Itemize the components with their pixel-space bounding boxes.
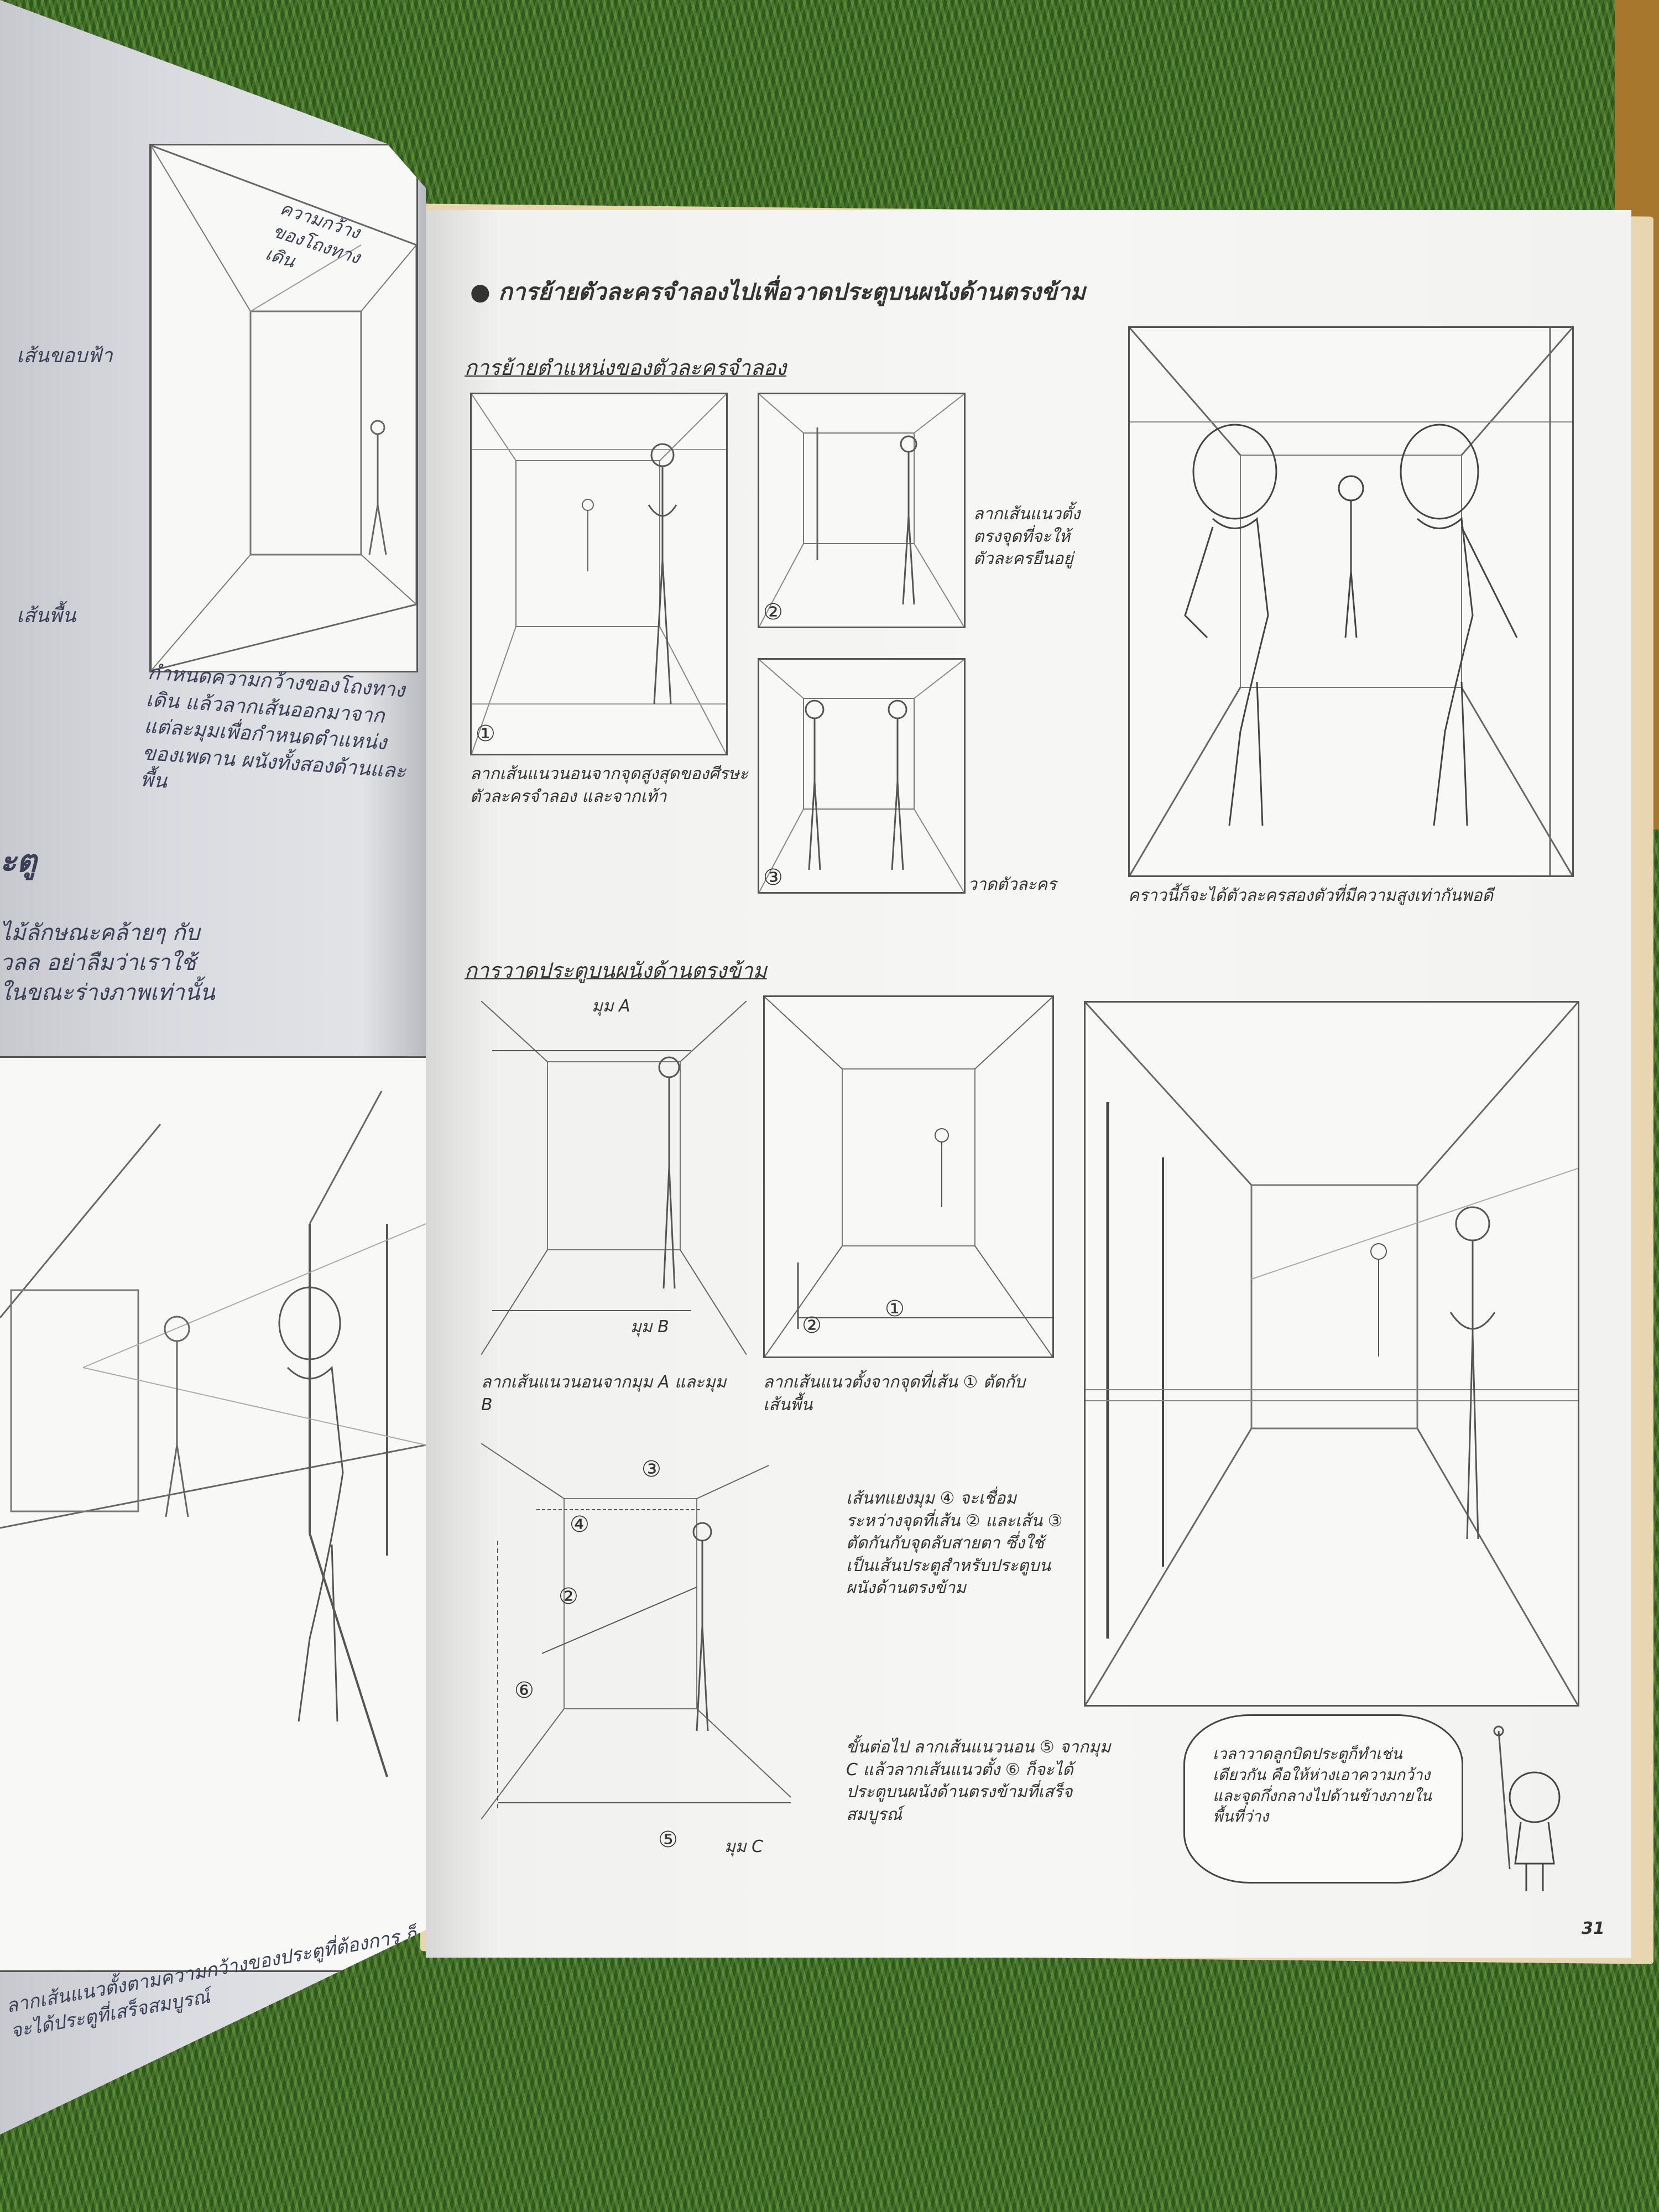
left-top-caption: กำหนดความกว้างของโถงทางเดิน แล้วลากเส้นอ… [139,661,407,794]
step3-marker-fig8: ③ [641,1457,661,1482]
left-bottom-figure [0,1056,426,1972]
step1-number: ① [476,721,495,747]
step1-marker-fig6: ① [885,1296,905,1322]
subheading-move-character: การย้ายตำแหน่งของตัวละครจำลอง [465,356,786,380]
step2-number: ② [763,599,783,625]
step4-marker-fig8: ④ [570,1512,589,1537]
step2-marker-fig8: ② [559,1584,578,1609]
sketch-corner-ab [481,1001,747,1355]
hallway-two-girls-sketch [1130,328,1572,875]
step2-marker-fig6: ② [802,1313,822,1338]
figure-step-2 [758,393,966,628]
floor-line-label: เส้นพื้น [17,604,76,627]
caption-step-1: ลากเส้นแนวนอนจากจุดสูงสุดของศีรษะตัวละคร… [470,764,748,806]
hallway-sketch-top [151,145,416,671]
subheading-draw-door: การวาดประตูบนผนังด้านตรงข้าม [465,958,767,983]
left-top-figure [149,144,418,672]
corner-a-label: มุม A [592,997,630,1016]
figure-finished-door [1084,1001,1579,1707]
horizon-line-label: เส้นขอบฟ้า [17,345,113,367]
caption-next-step: ขั้นต่อไป ลากเส้นแนวนอน ⑤ จากมุม C แล้วล… [846,1738,1111,1824]
caption-diagonal: เส้นทแยงมุม ④ จะเชื่อมระหว่างจุดที่เส้น … [846,1489,1063,1598]
sketch-step-2 [759,394,964,627]
left-section-fragment: ะตู [0,843,37,879]
caption-step-3: วาดตัวละคร [968,875,1057,894]
corner-b-label: มุม B [630,1317,669,1337]
figure-vertical-line [763,995,1054,1358]
speech-bubble: เวลาวาดลูกบิดประตูก็ทำเช่นเดียวกัน คือให… [1183,1714,1463,1884]
sketch-vertical-from-floor [765,997,1052,1357]
right-page: ● การย้ายตัวละครจำลองไปเพื่อวาดประตูบนผน… [426,210,1631,1958]
caption-two-characters: คราวนี้ก็จะได้ตัวละครสองตัวที่มีความสูงเ… [1128,886,1493,905]
caption-step-2: ลากเส้นแนวตั้งตรงจุดที่จะให้ตัวละครยืนอย… [973,504,1081,568]
caption-corner-lines: ลากเส้นแนวนอนจากมุม A และมุม B [481,1373,727,1415]
hallway-door-sketch [1086,1003,1578,1705]
corner-c-label: มุม C [724,1837,764,1856]
main-heading: ● การย้ายตัวละครจำลองไปเพื่อวาดประตูบนผน… [470,276,1355,308]
sketch-diagonal [481,1443,791,1819]
bullet-icon: ● [470,278,499,305]
left-body-text: ไม้ลักษณะคล้ายๆ กับวลล อย่าลืมว่าเราใช้ … [0,920,215,1005]
caption-vertical-line: ลากเส้นแนวตั้งจากจุดที่เส้น ① ตัดกับเส้น… [763,1373,1025,1415]
hallway-character-sketch [0,1091,426,1777]
sketch-step-1 [472,394,726,754]
step5-marker-fig8: ⑤ [658,1827,678,1853]
figure-corner-lines [481,1001,747,1355]
figure-step-1 [470,393,728,755]
speech-bubble-text: เวลาวาดลูกบิดประตูก็ทำเช่นเดียวกัน คือให… [1213,1745,1432,1826]
figure-step-3 [758,658,966,894]
step6-marker-fig8: ⑥ [514,1678,534,1703]
step3-number: ③ [763,865,783,890]
page-number: 31 [1582,1919,1605,1938]
figure-diagonal-steps [481,1443,791,1819]
sketch-step-3 [759,660,964,892]
figure-two-characters [1128,326,1574,877]
left-page: ความกว้างของโถงทางเดิน เส้นขอบฟ้า เส้นพื… [0,0,426,2135]
main-heading-text: การย้ายตัวละครจำลองไปเพื่อวาดประตูบนผนัง… [498,278,1086,305]
chibi-character [1488,1725,1571,1897]
chibi-character-drawing [1493,1725,1561,1891]
